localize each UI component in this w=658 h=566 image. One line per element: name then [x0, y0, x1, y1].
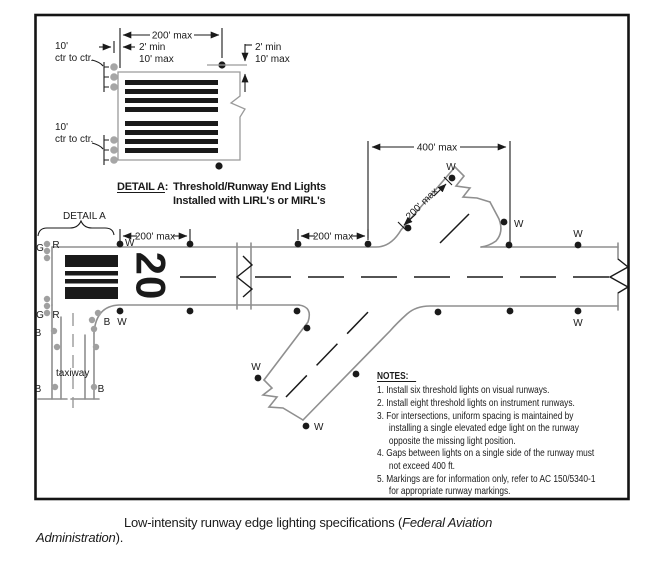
runway-break-symbol — [235, 255, 254, 298]
blue-light-label: B — [35, 328, 42, 339]
white-light-label: W — [117, 317, 127, 328]
detail-a-runway-outline — [117, 71, 246, 161]
notes-block: NOTES: 1. Install six threshold lights o… — [377, 370, 595, 496]
edge-dim-2-label: 200' max — [313, 232, 353, 243]
light-color-labels: W W W W W W W W G R G R B B B B — [35, 162, 584, 433]
detail-a-reference-label: DETAIL A — [63, 211, 106, 222]
detail-a-inset: 200' max 2' min 10' max 2' min 10' max 1… — [55, 28, 326, 207]
spacing-bottom-line2: ctr to ctr. — [55, 134, 93, 145]
offset-right-line1: 2' min — [255, 42, 281, 53]
offset-left-line2: 10' max — [139, 54, 174, 65]
centerlines — [180, 213, 612, 398]
note-line: installing a single elevated edge light … — [389, 422, 579, 433]
blue-light-label: B — [35, 384, 42, 395]
caption-italic: Administration — [35, 530, 116, 545]
caption-line1: Low-intensity runway edge lighting speci… — [124, 515, 492, 530]
runway-number: 20 — [128, 252, 175, 301]
detail-a-brackets — [91, 59, 109, 165]
note-line: 5. Markings are for information only, re… — [377, 473, 595, 484]
note-line: 2. Install eight threshold lights on ins… — [377, 397, 575, 408]
caption-line2: Administration). — [35, 530, 123, 545]
green-light-label: G — [36, 243, 44, 254]
notes-heading: NOTES: — [377, 370, 408, 381]
note-line: 1. Install six threshold lights on visua… — [377, 384, 549, 395]
white-light-label: W — [446, 162, 456, 173]
white-light-label: W — [251, 362, 261, 373]
spacing-bottom-line1: 10' — [55, 122, 68, 133]
taxiway-label: taxiway — [56, 368, 89, 379]
detail-a-threshold-stripes — [125, 80, 218, 153]
white-light-label: W — [514, 219, 524, 230]
note-line: not exceed 400 ft. — [389, 460, 455, 471]
detail-a-width-dim-label: 200' max — [152, 31, 192, 42]
red-light-label: R — [52, 310, 59, 321]
note-line: 3. For intersections, uniform spacing is… — [377, 410, 574, 421]
detail-a-left-offset-dimension: 2' min 10' max — [99, 41, 174, 65]
offset-right-line2: 10' max — [255, 54, 290, 65]
white-light-label: W — [314, 422, 324, 433]
runway-threshold-stripes — [65, 255, 118, 299]
edge-spacing-dimension-2: 200' max — [297, 229, 369, 243]
offset-left-line1: 2' min — [139, 42, 165, 53]
note-line: for appropriate runway markings. — [389, 485, 511, 496]
diagonal-dim-label: 200' max — [404, 186, 440, 222]
edge-dim-1-label: 200' max — [135, 232, 175, 243]
blue-light-label: B — [98, 384, 105, 395]
green-light-label: G — [36, 310, 44, 321]
white-light-label: W — [125, 238, 135, 249]
caption-italic: Federal Aviation — [402, 515, 492, 530]
edge-spacing-dimension-1: 200' max — [119, 229, 191, 243]
pavement-outlines — [37, 166, 630, 421]
diagonal-dimension-200: 200' max — [397, 176, 453, 231]
detail-a-desc-line2: Installed with LIRL's or MIRL's — [173, 195, 326, 207]
spacing-top-line2: ctr to ctr. — [55, 53, 93, 64]
detail-a-right-offset-dimension: 2' min 10' max — [241, 42, 290, 92]
caption-roman: Low-intensity runway edge lighting speci… — [124, 515, 403, 530]
white-light-label: W — [573, 318, 583, 329]
runway-right-break-symbol — [608, 258, 630, 294]
white-light-label: W — [573, 229, 583, 240]
detail-a-edge-lights — [215, 61, 226, 170]
main-runway-plan: 20 DETAIL A — [35, 141, 630, 433]
threshold-and-taxiway-lights — [43, 240, 102, 391]
detail-a-brace — [37, 219, 115, 237]
spacing-top-line1: 10' — [55, 41, 68, 52]
detail-a-label: DETAIL A: — [117, 181, 168, 193]
detail-a-threshold-lights — [110, 63, 118, 164]
note-line: opposite the missing light position. — [389, 435, 516, 446]
figure-border — [34, 13, 630, 501]
note-line: 4. Gaps between lights on a single side … — [377, 447, 595, 458]
intersection-dim-label: 400' max — [417, 143, 457, 154]
runway-edge-lights — [116, 174, 582, 430]
intersection-dimension-400: 400' max — [367, 141, 511, 243]
red-light-label: R — [52, 240, 59, 251]
blue-light-label: B — [104, 317, 111, 328]
detail-a-desc-line1: Threshold/Runway End Lights — [173, 181, 326, 193]
detail-a-width-dimension: 200' max — [119, 28, 223, 68]
figure-caption: Low-intensity runway edge lighting speci… — [35, 515, 492, 545]
caption-roman: ). — [116, 530, 124, 545]
